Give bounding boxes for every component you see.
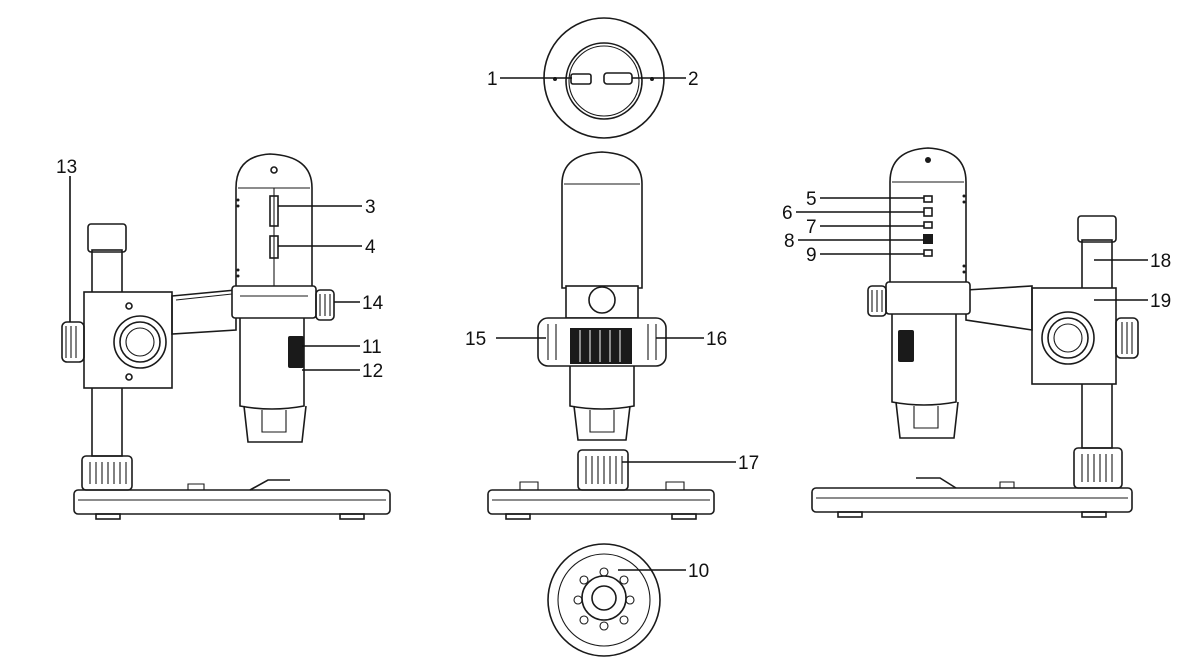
callout-1: 1 <box>487 69 498 90</box>
callout-14: 14 <box>362 293 384 314</box>
callout-9: 9 <box>806 245 817 266</box>
callout-16: 16 <box>706 329 727 350</box>
callout-6: 6 <box>782 203 793 224</box>
callout-12: 12 <box>362 361 383 382</box>
callout-15: 15 <box>465 329 486 350</box>
side-view-right <box>811 147 1139 518</box>
callout-10: 10 <box>688 561 709 582</box>
callout-19: 19 <box>1150 291 1171 312</box>
callout-11: 11 <box>362 337 382 358</box>
callout-5: 5 <box>806 189 817 210</box>
callout-13: 13 <box>56 157 77 178</box>
leader-lines <box>69 77 1148 571</box>
callout-7: 7 <box>806 217 817 238</box>
callout-8: 8 <box>784 231 795 252</box>
hdmi-port-icon <box>603 72 633 85</box>
callout-17: 17 <box>738 453 759 474</box>
usb-port-icon <box>570 73 592 85</box>
callout-2: 2 <box>688 69 699 90</box>
callout-3: 3 <box>365 197 376 218</box>
bottom-view-lens <box>547 543 661 657</box>
callout-4: 4 <box>365 237 376 258</box>
callout-18: 18 <box>1150 251 1171 272</box>
front-view-center <box>487 151 715 520</box>
callout-labels: 1 2 3 4 5 6 7 8 9 10 11 12 13 14 15 16 1… <box>56 69 1171 582</box>
side-view-left <box>61 153 391 520</box>
